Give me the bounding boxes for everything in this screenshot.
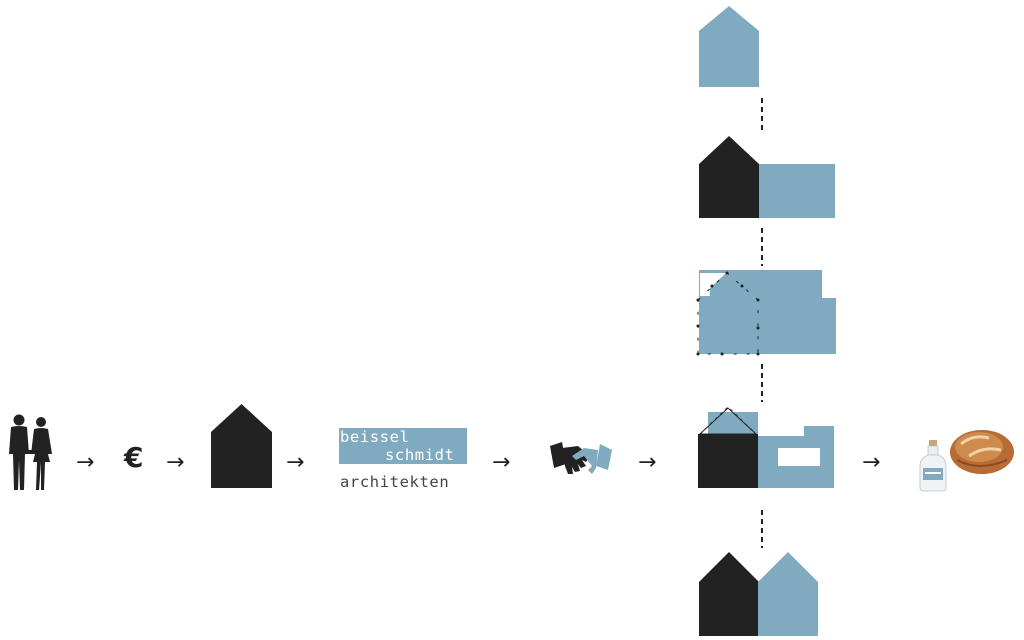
flow-arrow: → (166, 450, 185, 475)
euro-icon: € (124, 441, 144, 474)
bread-icon (950, 430, 1014, 474)
flow-arrow: → (492, 450, 511, 475)
logo-line-2: schmidt (385, 446, 455, 464)
bottle-icon (919, 440, 947, 492)
flow-arrow: → (76, 450, 95, 475)
architect-logo: beissel schmidt architekten (339, 428, 467, 490)
finished-house-icon (698, 406, 834, 488)
logo-line-1: beissel (340, 428, 410, 446)
logo-line-3: architekten (340, 473, 450, 491)
house-icon (211, 404, 272, 488)
dashed-connector (761, 364, 763, 402)
flow-arrow: → (286, 450, 305, 475)
dashed-connector (761, 510, 763, 548)
dashed-connector (761, 98, 763, 134)
twin-houses-icon (699, 552, 818, 636)
handshake-icon (550, 442, 612, 474)
couple-silhouette-icon (9, 414, 52, 490)
logo-background (339, 428, 467, 464)
flow-arrow: → (862, 450, 881, 475)
house-extension-icon (699, 136, 835, 218)
flow-arrow: → (638, 450, 657, 475)
renovation-plan-icon (696, 270, 836, 356)
dashed-connector (761, 228, 763, 266)
blue-house-icon (699, 6, 759, 87)
